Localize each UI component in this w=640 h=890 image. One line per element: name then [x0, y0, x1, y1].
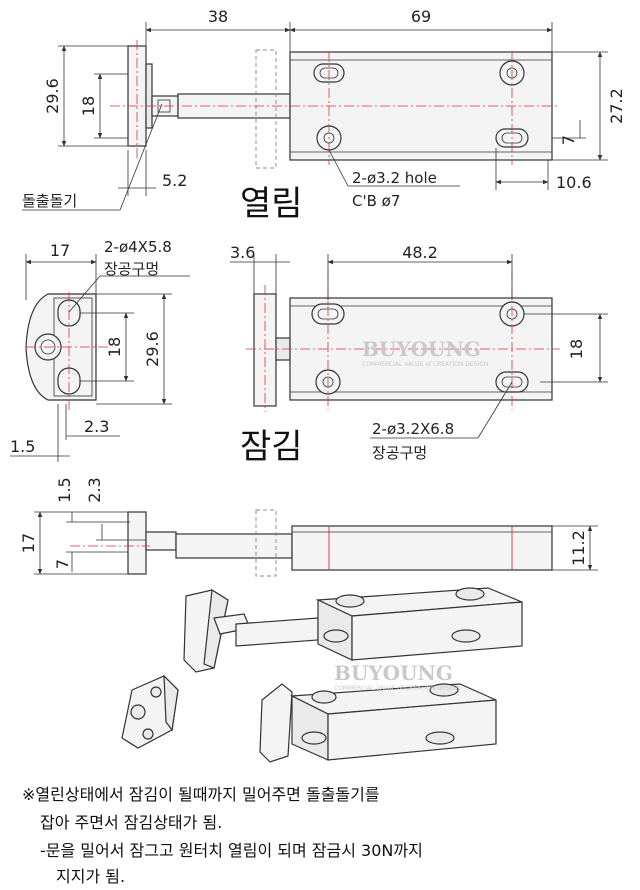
- open-base-boss: [145, 63, 153, 129]
- watermark-tagline-2: COMMERCIAL VALUE of CREATION DESIGN: [334, 685, 460, 692]
- plate-note-2: 장공구멍: [104, 260, 159, 278]
- dim-mid-height: 18: [79, 96, 98, 116]
- dim-d1: 2.3: [84, 417, 109, 436]
- dim-slot-offset: 7: [559, 135, 578, 145]
- dim-gap: 3.6: [230, 243, 255, 262]
- dim-side-17: 17: [19, 533, 38, 553]
- note-line-2: 잡아 주면서 잠김상태가 됨.: [40, 813, 222, 832]
- watermark-brand: BUYOUNG: [362, 337, 481, 361]
- dim-d2: 1.5: [10, 437, 35, 456]
- side-view: 1.5 2.3 17 7 11.2: [19, 477, 598, 577]
- dim-slot-x: 10.6: [556, 173, 592, 192]
- open-view: 38 69 29.6 18 27.2 7 10.6 5.2 2-ø3.2 hol…: [22, 7, 626, 224]
- dim-plate-height: 29.6: [143, 331, 162, 367]
- isometric-closed: [259, 683, 497, 763]
- dim-plate-width: 17: [50, 241, 70, 260]
- dim-total-height: 29.6: [43, 78, 62, 114]
- plate-note-1: 2-ø4X5.8: [104, 238, 172, 256]
- dim-side-15: 1.5: [55, 477, 74, 502]
- body-note-1: 2-ø3.2X6.8: [372, 420, 454, 438]
- note-line-4: 지지가 됨.: [56, 867, 125, 886]
- closed-catch-plate: 17 29.6 18 2.3 1.5 2-ø4X5.8 장공구멍: [10, 238, 190, 462]
- isometric-open: [183, 587, 523, 673]
- watermark-brand-2: BUYOUNG: [334, 661, 453, 685]
- pointer-label: 돌출돌기: [22, 192, 77, 210]
- dim-body-mid: 18: [567, 339, 586, 359]
- side-body: [291, 525, 553, 571]
- closed-body-view: 3.6 48.2 18 2-ø3.2X6.8 장공구멍 잠김: [230, 243, 608, 467]
- dim-bracket-width: 38: [208, 7, 228, 26]
- notes: ※열린상태에서 잠김이 될때까지 밀어주면 돌출돌기를 잡아 주면서 잠김상태가…: [22, 785, 423, 886]
- hole-note-2: C'B ø7: [352, 192, 400, 210]
- dim-side-112: 11.2: [569, 530, 588, 566]
- dim-plate-mid: 18: [105, 337, 124, 357]
- side-base-plate: [127, 511, 147, 575]
- watermark-tagline: COMMERCIAL VALUE of CREATION DESIGN: [362, 361, 488, 368]
- open-ghost-outline: [255, 49, 277, 169]
- dim-side-23: 2.3: [85, 477, 104, 502]
- closed-title: 잠김: [240, 427, 303, 467]
- watermark: BUYOUNG COMMERCIAL VALUE of CREATION DES…: [334, 337, 488, 692]
- note-line-1: ※열린상태에서 잠김이 될때까지 밀어주면 돌출돌기를: [22, 785, 380, 804]
- isometric-catch: [121, 674, 179, 749]
- dim-body-length: 48.2: [402, 243, 438, 262]
- hole-note-1: 2-ø3.2 hole: [352, 169, 437, 187]
- dim-body-width: 69: [411, 7, 431, 26]
- dim-side-7: 7: [53, 559, 72, 569]
- open-title: 열림: [240, 184, 303, 224]
- side-plunger-rod: [175, 533, 293, 559]
- body-note-2: 장공구멍: [372, 444, 427, 462]
- dim-base-thickness: 5.2: [162, 171, 187, 190]
- note-line-3: -문을 밀어서 잠그고 원터치 열림이 되며 잠금시 30N까지: [40, 841, 423, 860]
- dim-body-height: 27.2: [607, 88, 626, 124]
